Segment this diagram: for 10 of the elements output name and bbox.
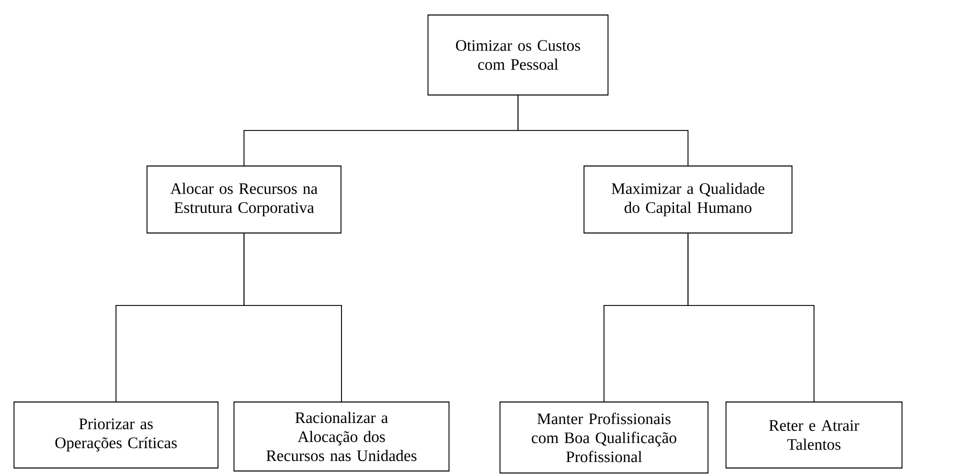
goal-box: Manter Profissionais com Boa Qualificação Profissional — [500, 402, 708, 474]
goal-box: Priorizar as Operações Críticas — [14, 402, 218, 468]
goal-box: Otimizar os Custos com Pessoal — [428, 14, 608, 96]
connector — [688, 233, 814, 402]
goal-box: Maximizar a Qualidade do Capital Humano — [584, 166, 792, 234]
connector — [518, 95, 688, 166]
connector — [244, 233, 342, 402]
goal-box: Reter e Atrair Talentos — [726, 402, 902, 468]
goal-box: Alocar os Recursos na Estrutura Corporativa — [146, 166, 342, 234]
goal-box: Racionalizar a Alocação dos Recursos nas Unidades — [234, 402, 450, 472]
